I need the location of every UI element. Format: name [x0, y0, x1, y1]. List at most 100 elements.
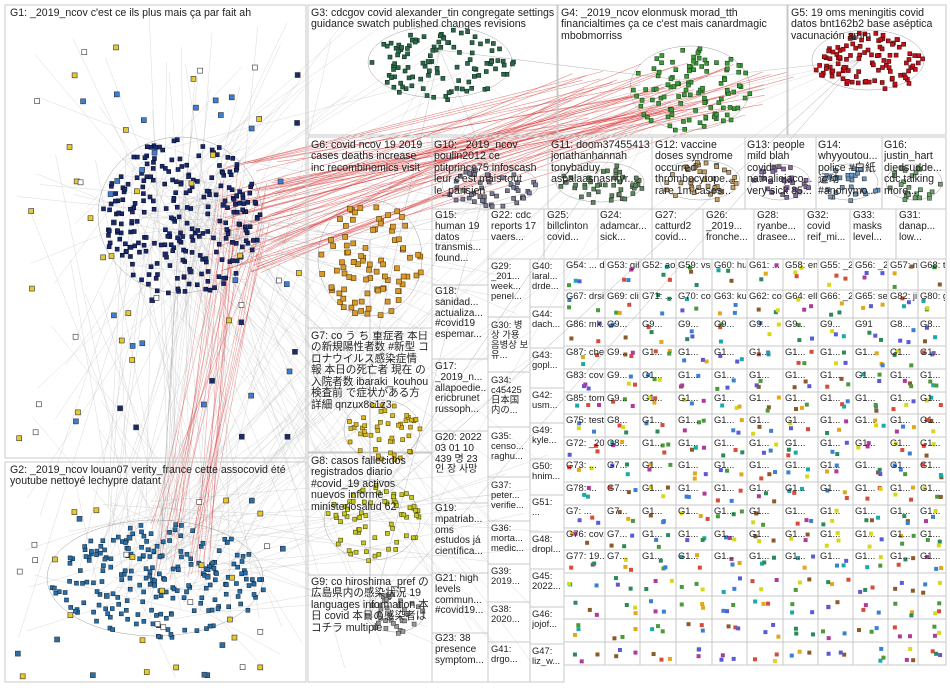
network-node — [155, 273, 159, 277]
network-node — [865, 497, 869, 501]
network-node — [906, 521, 910, 525]
network-node — [909, 498, 913, 502]
network-node — [835, 600, 839, 604]
network-node — [646, 373, 650, 377]
network-node — [120, 253, 124, 257]
network-node — [146, 282, 150, 286]
network-node — [709, 192, 713, 196]
network-node — [923, 486, 927, 490]
network-node — [399, 81, 403, 85]
network-node — [222, 276, 226, 280]
network-node — [806, 467, 810, 471]
network-node — [590, 516, 594, 520]
network-node — [688, 93, 692, 97]
network-node — [407, 255, 412, 260]
network-node — [613, 176, 617, 180]
network-node — [144, 249, 148, 253]
network-node — [694, 108, 698, 112]
network-node — [900, 296, 904, 300]
network-node — [698, 47, 702, 51]
cell-box — [676, 414, 712, 437]
network-node — [901, 425, 905, 429]
network-node — [174, 665, 179, 670]
network-node — [757, 494, 761, 498]
network-node — [141, 192, 145, 196]
cell-box — [783, 528, 818, 550]
group-box — [754, 209, 804, 259]
network-node — [401, 246, 406, 251]
network-node — [694, 307, 698, 311]
network-node — [574, 279, 578, 283]
network-node — [608, 486, 612, 490]
network-node — [666, 83, 670, 87]
network-node — [128, 587, 132, 591]
network-node — [482, 195, 486, 199]
network-node — [195, 629, 199, 633]
network-node — [52, 586, 56, 590]
network-node — [249, 393, 254, 398]
network-node — [640, 98, 644, 102]
network-node — [907, 185, 911, 189]
network-node — [654, 579, 658, 583]
network-node — [937, 609, 941, 613]
network-node — [487, 180, 491, 184]
network-node — [401, 629, 405, 633]
network-node — [337, 291, 342, 296]
network-node — [204, 586, 208, 590]
network-node — [666, 533, 670, 537]
network-node — [148, 195, 152, 199]
network-node — [376, 621, 380, 625]
network-node — [733, 175, 737, 179]
network-node — [568, 453, 572, 457]
cell-box — [564, 619, 605, 642]
network-node — [397, 90, 401, 94]
network-node — [391, 621, 395, 625]
network-node — [106, 233, 110, 237]
network-node — [197, 154, 201, 158]
network-node — [130, 358, 135, 363]
network-node — [685, 337, 689, 341]
network-node — [404, 534, 408, 538]
network-node — [842, 653, 846, 657]
network-node — [466, 61, 470, 65]
network-node — [376, 454, 380, 458]
network-node — [114, 192, 118, 196]
network-node — [702, 399, 706, 403]
group-box — [530, 423, 564, 459]
network-node — [478, 181, 482, 185]
network-node — [929, 396, 933, 400]
network-node — [906, 340, 910, 344]
network-node — [150, 566, 154, 570]
network-node — [238, 589, 242, 593]
network-node — [95, 553, 99, 557]
network-node — [744, 71, 748, 75]
cell-box — [888, 437, 918, 459]
network-node — [670, 579, 674, 583]
group-box — [745, 137, 816, 209]
network-node — [921, 591, 925, 595]
network-node — [718, 354, 722, 358]
network-node — [934, 652, 938, 656]
network-node — [650, 627, 654, 631]
network-node — [251, 238, 255, 242]
network-node — [20, 674, 25, 679]
network-node — [416, 605, 420, 609]
network-node — [899, 182, 903, 186]
network-node — [721, 119, 725, 123]
network-node — [826, 605, 830, 609]
network-node — [464, 170, 468, 174]
network-node — [373, 536, 377, 540]
edge-highlight — [238, 72, 787, 214]
network-node — [703, 492, 707, 496]
cell-box — [676, 642, 712, 665]
network-node — [152, 157, 156, 161]
network-node — [618, 170, 622, 174]
network-node — [773, 659, 777, 663]
network-node — [933, 634, 937, 638]
edge-highlight — [171, 224, 242, 522]
network-node — [149, 175, 153, 179]
network-node — [159, 612, 163, 616]
network-node — [396, 53, 400, 57]
network-node — [748, 92, 752, 96]
network-node — [682, 358, 686, 362]
